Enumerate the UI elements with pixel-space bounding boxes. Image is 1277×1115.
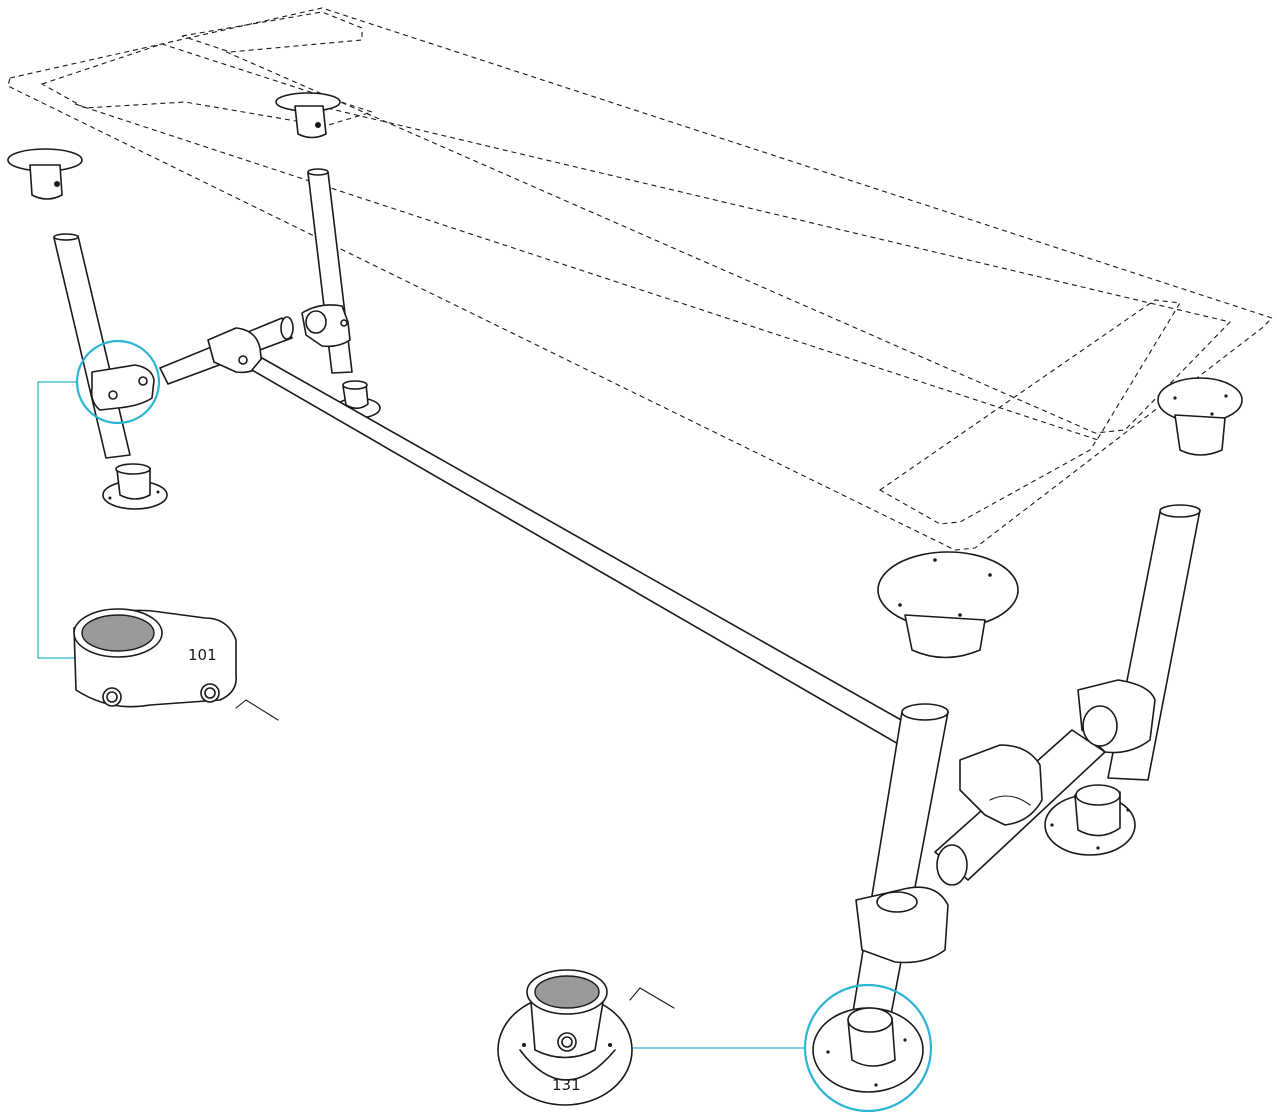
callout-101: 101 xyxy=(37,339,279,721)
part-label-101: 101 xyxy=(188,646,217,664)
left-fitting-front xyxy=(90,364,155,411)
top-flange-right-front xyxy=(877,551,1019,659)
fitting-101-detail: 101 xyxy=(73,608,237,708)
callout-131: 131 xyxy=(497,969,933,1113)
left-bottom-flange-front xyxy=(102,463,168,510)
right-leg-front xyxy=(851,703,949,1021)
right-fitting-front xyxy=(855,886,949,964)
right-bottom-flange-front xyxy=(812,1007,924,1093)
spine-tube xyxy=(251,357,911,746)
top-flange-back xyxy=(275,92,341,139)
table-top-outline xyxy=(7,7,1274,551)
fitting-131-opening xyxy=(534,975,600,1009)
fitting-131-detail: 131 xyxy=(497,969,633,1106)
top-flange-right-back xyxy=(1157,377,1243,456)
part-label-131: 131 xyxy=(552,1076,581,1094)
fitting-101-opening xyxy=(81,614,155,652)
allen-key-icon xyxy=(629,987,675,1009)
left-leg-front xyxy=(53,233,131,459)
left-bottom-flange-back xyxy=(335,380,381,419)
allen-key-icon xyxy=(235,699,279,721)
right-fitting-back xyxy=(1077,679,1156,754)
right-center-fitting xyxy=(959,744,1043,826)
left-fitting-back xyxy=(301,304,351,348)
right-bottom-flange-back xyxy=(1044,784,1136,856)
callout-leader-101 xyxy=(37,381,78,659)
top-flange-left xyxy=(7,148,83,200)
